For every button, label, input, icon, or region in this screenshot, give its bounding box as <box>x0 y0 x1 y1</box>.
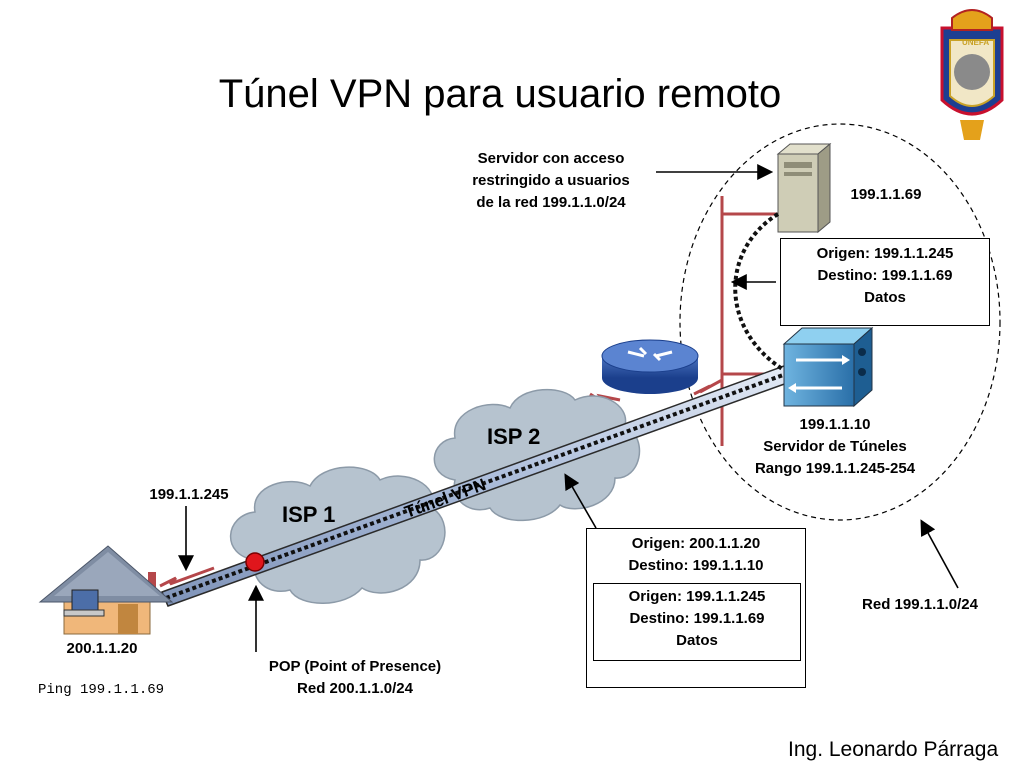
client-tunnel-ip: 199.1.1.245 <box>149 486 229 503</box>
isp1-label: ISP 1 <box>282 502 336 527</box>
ping-command: Ping 199.1.1.69 <box>38 682 165 698</box>
author: Ing. Leonardo Párraga <box>788 738 999 761</box>
server-caption: Servidor con acceso restringido a usuari… <box>472 150 630 211</box>
unefa-logo <box>940 9 1004 140</box>
slide-title: Túnel VPN para usuario remoto <box>218 72 782 116</box>
network-label: Red 199.1.1.0/24 <box>862 596 978 613</box>
server-icon <box>776 142 832 234</box>
pop-label: POP (Point of Presence) Red 200.1.1.0/24 <box>268 658 442 697</box>
logo-text: UNEFA <box>962 38 990 47</box>
outer-packet-box: Origen: 200.1.1.20 Destino: 199.1.1.10 O… <box>586 528 806 688</box>
inner-packet-box: Origen: 199.1.1.245 Destino: 199.1.1.69 … <box>780 238 990 326</box>
router-icon <box>601 339 699 394</box>
arrows <box>178 164 959 652</box>
tunnel-server-label: 199.1.1.10 Servidor de Túneles Rango 199… <box>754 416 916 477</box>
network-boundary <box>679 123 1001 521</box>
isp2-label: ISP 2 <box>487 424 541 449</box>
encapsulated-packet-box: Origen: 199.1.1.245 Destino: 199.1.1.69 … <box>593 583 801 661</box>
client-ip: 200.1.1.20 <box>66 640 138 657</box>
inner-path <box>733 212 786 372</box>
tunnel-server-icon <box>782 326 874 408</box>
pop-point <box>245 552 265 572</box>
server-ip: 199.1.1.69 <box>850 186 922 203</box>
client-link <box>148 566 215 590</box>
house-icon <box>38 545 174 635</box>
